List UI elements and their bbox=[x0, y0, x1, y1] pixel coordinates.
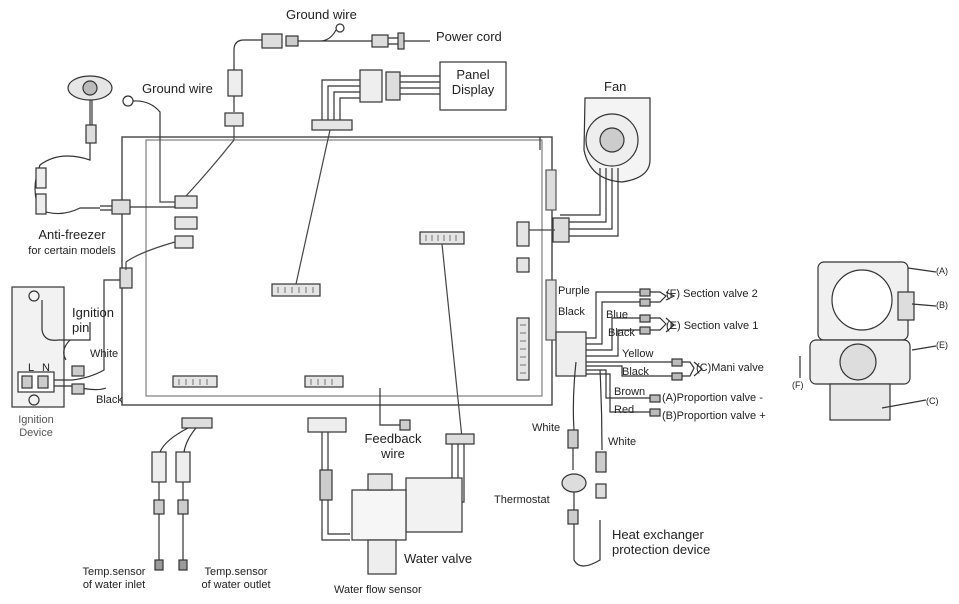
ignition-pin bbox=[63, 339, 71, 361]
water-flow-sensor-label: Water flow sensor bbox=[334, 584, 422, 596]
temp-outlet-label: Temp.sensor of water outlet bbox=[190, 566, 282, 591]
temp-inlet-label: Temp.sensor of water inlet bbox=[72, 566, 156, 591]
white-left-label: White bbox=[90, 348, 119, 360]
ignition-device-line-2: Device bbox=[19, 426, 53, 439]
panel-display-box bbox=[439, 61, 507, 111]
wire-yellow-label: Yellow bbox=[622, 348, 654, 360]
valve-tag-c: (C) bbox=[926, 396, 939, 406]
wire-purple-label: Purple bbox=[558, 285, 590, 297]
anti-freezer-line-2: for certain models bbox=[28, 244, 116, 257]
temp-outlet-line-1: Temp.sensor bbox=[204, 566, 268, 578]
proportion-plus-label: (B)Proportion valve + bbox=[662, 410, 766, 422]
ignition-device bbox=[11, 267, 133, 408]
connector-left-2 bbox=[174, 216, 198, 230]
valve-tag-f: (F) bbox=[792, 380, 804, 390]
wire-black-3-label: Black bbox=[622, 366, 649, 378]
ignition-pin-label: Ignition pin bbox=[72, 305, 114, 336]
connector-top-center bbox=[311, 119, 353, 131]
ground-wire-left bbox=[122, 95, 161, 140]
water-flow-sensor-body bbox=[367, 539, 397, 575]
power-cord-assembly bbox=[227, 23, 430, 112]
connector-left-3 bbox=[174, 235, 194, 249]
water-valve-body bbox=[405, 477, 463, 533]
panel-display-label: Panel Display bbox=[447, 67, 499, 98]
ground-wire-left-label: Ground wire bbox=[142, 81, 213, 96]
feedback-wire bbox=[379, 388, 411, 431]
valve-brackets bbox=[665, 291, 703, 377]
connector-left-1 bbox=[174, 195, 198, 209]
white-thermo-right-label: White bbox=[608, 436, 637, 448]
control-board bbox=[121, 112, 557, 406]
fan-assembly bbox=[552, 97, 651, 243]
anti-freezer-line-1: Anti-freezer bbox=[38, 227, 106, 242]
gas-valve-body bbox=[799, 261, 937, 421]
temp-sensors bbox=[151, 417, 213, 571]
ignition-pin-line-1: Ignition bbox=[72, 305, 114, 320]
wire-red-label: Red bbox=[614, 404, 635, 416]
feedback-wire-label: Feedback wire bbox=[362, 431, 424, 462]
ignition-device-line-1: Ignition bbox=[18, 414, 54, 426]
terminal-n-label: N bbox=[42, 362, 50, 374]
white-thermo-left-label: White bbox=[532, 422, 561, 434]
ignition-pin-line-2: pin bbox=[72, 319, 90, 335]
heat-exchanger-label: Heat exchanger protection device bbox=[612, 527, 711, 558]
power-cord-label: Power cord bbox=[436, 29, 502, 44]
ignition-device-label: Ignition Device bbox=[8, 414, 64, 439]
valve-tag-e: (E) bbox=[936, 340, 948, 350]
heat-exchanger-line-1: Heat exchanger bbox=[612, 527, 704, 542]
water-valve-label: Water valve bbox=[404, 551, 473, 566]
connector-right-side-1 bbox=[516, 221, 530, 247]
panel-display-harness bbox=[321, 61, 507, 120]
connector-bottom-center bbox=[304, 375, 344, 388]
ground-ring-left-icon bbox=[122, 95, 134, 107]
section-valve-2-label: (F) Section valve 2 bbox=[666, 288, 758, 300]
connector-ground-top bbox=[224, 112, 244, 127]
temp-outlet-line-2: of water outlet bbox=[201, 578, 271, 591]
connector-right-top bbox=[419, 231, 465, 245]
terminal-l-label: L bbox=[28, 362, 35, 374]
temp-inlet-line-2: of water inlet bbox=[82, 578, 146, 591]
valve-tag-a: (A) bbox=[936, 266, 948, 276]
board-wiring bbox=[125, 126, 555, 439]
water-valve-assembly bbox=[307, 417, 475, 575]
black-left-label: Black bbox=[96, 394, 123, 406]
wire-blue-label: Blue bbox=[606, 309, 629, 321]
feedback-wire-line-1: Feedback bbox=[364, 431, 422, 446]
thermostat-assembly bbox=[561, 361, 607, 567]
anti-freezer-assembly bbox=[34, 75, 175, 215]
section-valve-1-label: (E) Section valve 1 bbox=[666, 320, 759, 332]
heat-exchanger-line-2: protection device bbox=[612, 541, 711, 557]
mani-valve-label: (C)Mani valve bbox=[696, 362, 764, 374]
wire-black-1-label: Black bbox=[558, 306, 585, 318]
temp-inlet-line-1: Temp.sensor bbox=[82, 566, 146, 578]
ground-wire-top-label: Ground wire bbox=[286, 7, 357, 22]
proportion-minus-label: (A)Proportion valve - bbox=[662, 392, 763, 404]
valve-tag-b: (B) bbox=[936, 300, 948, 310]
fan-icon bbox=[599, 127, 625, 153]
thermostat-label: Thermostat bbox=[494, 494, 550, 506]
anti-freezer-label: Anti-freezer for certain models bbox=[8, 227, 136, 258]
panel-display-line-1: Panel bbox=[456, 67, 490, 82]
panel-display-line-2: Display bbox=[451, 81, 495, 97]
ground-ring-top-icon bbox=[335, 23, 345, 33]
wire-brown-label: Brown bbox=[614, 386, 646, 398]
wire-black-2-label: Black bbox=[608, 327, 635, 339]
connector-bottom-left bbox=[172, 375, 218, 388]
fan-label: Fan bbox=[604, 79, 627, 94]
connector-right-side-2 bbox=[516, 257, 530, 273]
feedback-wire-line-2: wire bbox=[381, 445, 405, 461]
gas-valve-harness bbox=[555, 288, 695, 417]
thermostat-icon bbox=[561, 473, 587, 493]
